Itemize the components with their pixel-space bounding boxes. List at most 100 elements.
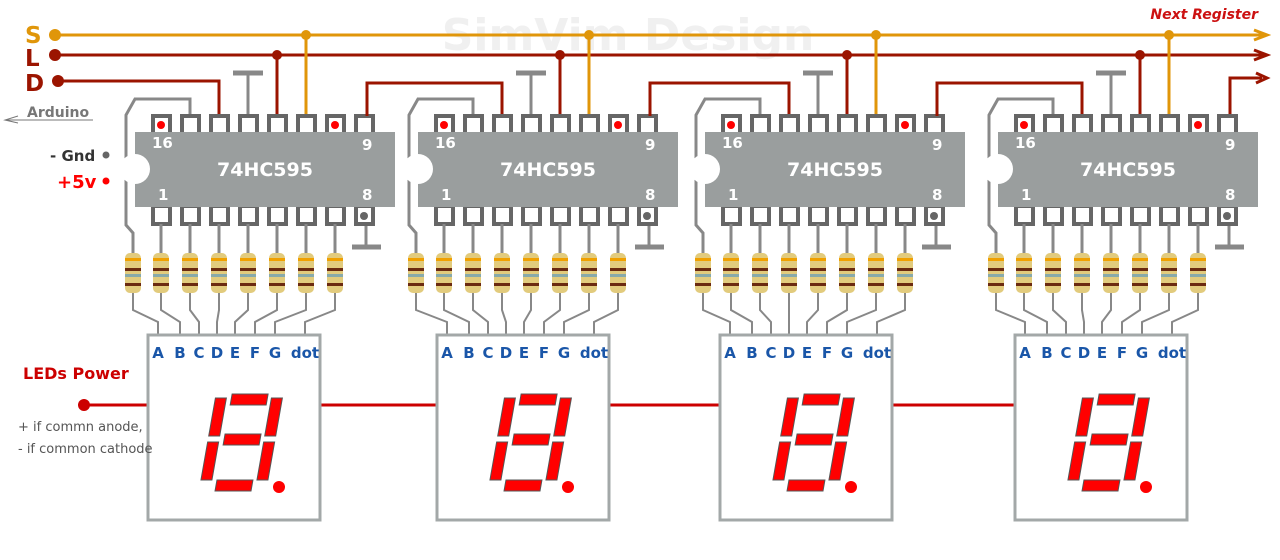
resistor-band — [723, 283, 739, 286]
resistor-band — [868, 274, 884, 277]
d-arrow-icon — [1255, 71, 1271, 85]
segment-a — [801, 393, 841, 406]
resistor-band — [1103, 283, 1119, 286]
chip-pin-top — [354, 114, 375, 136]
resistor-band — [1161, 258, 1177, 261]
segment-wire — [472, 290, 489, 336]
resistor-band — [1074, 274, 1090, 277]
resistor-band — [1161, 283, 1177, 286]
chip-pin-top — [579, 114, 600, 136]
chip-pin-bottom — [209, 204, 230, 226]
resistor-band — [810, 258, 826, 261]
chip-pin-top — [238, 114, 259, 136]
display-pin-label-d: D — [500, 344, 512, 362]
display-pin-label-b: B — [746, 344, 757, 362]
resistor-band — [1190, 268, 1206, 271]
chip-pin-top — [1130, 114, 1151, 136]
resistor-band — [465, 268, 481, 271]
resistor-band — [988, 258, 1004, 261]
segment-a — [1096, 393, 1136, 406]
signal-l-label: L — [25, 46, 40, 72]
q7s-to-ds-line — [365, 81, 504, 116]
chip-pin-top — [463, 114, 484, 136]
q0-wire — [124, 97, 192, 254]
clock-junction — [871, 30, 881, 40]
chip-pin-bottom — [1014, 204, 1035, 226]
resistor-band — [1190, 258, 1206, 261]
resistor-band — [327, 283, 343, 286]
chip-pin-bottom — [895, 204, 916, 226]
decimal-point-segment — [273, 481, 285, 493]
resistor-band — [1074, 268, 1090, 271]
resistor-band — [153, 274, 169, 277]
vcc-pin-dot — [727, 121, 735, 129]
chip-pin-top — [1101, 114, 1122, 136]
q0-wire — [694, 97, 762, 254]
resistor-band — [552, 283, 568, 286]
segment-wire — [1101, 290, 1112, 336]
chip-pin-bottom — [866, 204, 887, 226]
segment-e — [1081, 479, 1121, 492]
display-pin-label-e: E — [230, 344, 240, 362]
pin-16-label: 16 — [435, 134, 456, 152]
chip-pin-bottom — [1130, 204, 1151, 226]
resistor-band — [436, 258, 452, 261]
leds-power-terminal[interactable] — [78, 399, 90, 411]
resistor-band — [494, 268, 510, 271]
gnd-pin-dot — [1223, 212, 1231, 220]
resistor-band — [839, 274, 855, 277]
chip-pin-bottom — [608, 204, 629, 226]
resistor-band — [494, 283, 510, 286]
resistor-band — [436, 283, 452, 286]
resistor-band — [1132, 283, 1148, 286]
display-pin-label-c: C — [482, 344, 493, 362]
pin-9-label: 9 — [932, 136, 942, 154]
chip-pin-bottom — [267, 204, 288, 226]
resistor-band — [269, 268, 285, 271]
chip-notch — [120, 154, 150, 184]
resistor-band — [240, 274, 256, 277]
resistor-band — [269, 274, 285, 277]
segment-a — [229, 393, 269, 406]
resistor-band — [1074, 283, 1090, 286]
resistor-band — [839, 268, 855, 271]
chip-pin-top — [750, 114, 771, 136]
segment-g — [511, 433, 551, 446]
resistor-band — [182, 258, 198, 261]
display-pin-label-b: B — [174, 344, 185, 362]
segment-wire — [995, 290, 1026, 336]
mr-pin-dot — [1194, 121, 1202, 129]
d-line — [58, 79, 221, 116]
segment-g — [222, 433, 262, 446]
resistor-band — [695, 283, 711, 286]
resistor-band — [523, 274, 539, 277]
segment-e — [786, 479, 826, 492]
resistor-band — [182, 283, 198, 286]
resistor-band — [868, 258, 884, 261]
resistor-band — [988, 268, 1004, 271]
segment-wire — [593, 290, 619, 336]
segment-f — [1067, 441, 1087, 481]
segment-b — [553, 397, 572, 437]
resistor-band — [897, 283, 913, 286]
vcc-pin-dot — [157, 121, 165, 129]
chip-body — [135, 132, 395, 207]
segment-c — [828, 441, 848, 481]
resistor-band — [211, 268, 227, 271]
display-pin-label-f: F — [1117, 344, 1127, 362]
resistor-band — [1190, 283, 1206, 286]
resistor-band — [494, 258, 510, 261]
resistor-band — [1190, 274, 1206, 277]
chip-pin-top — [492, 114, 513, 136]
resistor-band — [465, 274, 481, 277]
vcc-pin-dot — [1020, 121, 1028, 129]
chip-body — [418, 132, 678, 207]
resistor-band — [839, 283, 855, 286]
resistor-band — [1103, 268, 1119, 271]
pin-9-label: 9 — [645, 136, 655, 154]
segment-wire — [1171, 290, 1199, 336]
resistor-band — [211, 258, 227, 261]
segment-wire — [132, 290, 159, 336]
display-pin-label-d: D — [783, 344, 795, 362]
display-pin-label-e: E — [802, 344, 812, 362]
